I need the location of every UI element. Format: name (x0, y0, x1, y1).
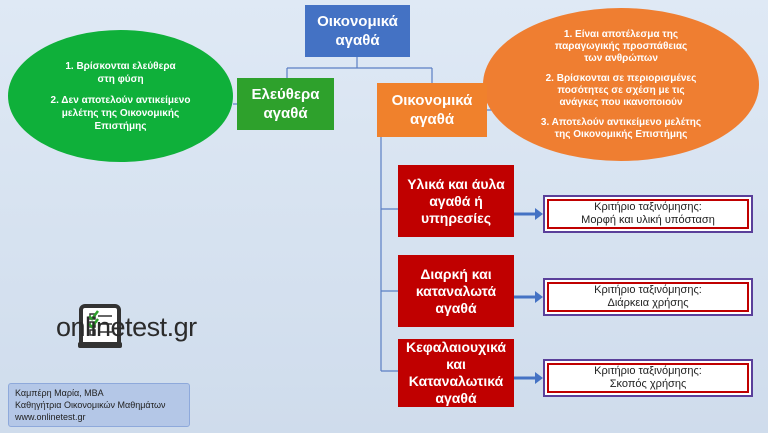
economic-goods-box: Οικονομικά αγαθά (377, 83, 487, 137)
criterion-box-3: Κριτήριο ταξινόμησης: Σκοπός χρήσης (543, 359, 753, 397)
category-box-2: Διαρκή και καταναλωτά αγαθά (398, 255, 514, 327)
free-goods-ellipse: 1. Βρίσκονται ελεύθερα στη φύση 2. Δεν α… (8, 30, 233, 162)
economic-goods-point-1: 1. Είναι αποτέλεσμα της παραγωγικής προσ… (554, 28, 688, 64)
economic-goods-ellipse: 1. Είναι αποτέλεσμα της παραγωγικής προσ… (483, 8, 759, 161)
checklist-icon (78, 304, 122, 348)
criterion-box-1: Κριτήριο ταξινόμησης: Μορφή και υλική υπ… (543, 195, 753, 233)
category-label-1: Υλικά και άυλα αγαθά ή υπηρεσίες (407, 175, 505, 226)
criterion-title-1: Κριτήριο ταξινόμησης: (594, 201, 702, 213)
logo-text: onlinetest (56, 312, 167, 342)
logo-wordmark[interactable]: onlinetest.gr (56, 312, 197, 343)
criterion-title-2: Κριτήριο ταξινόμησης: (594, 284, 702, 296)
free-goods-point-2: 2. Δεν αποτελούν αντικείμενο μελέτης της… (50, 94, 191, 132)
logo-suffix: .gr (166, 312, 198, 342)
title-box: Οικονομικά αγαθά (305, 5, 410, 57)
free-goods-box: Ελεύθερα αγαθά (237, 78, 334, 130)
title-text: Οικονομικά αγαθά (317, 13, 398, 49)
criterion-value-2: Διάρκεια χρήσης (607, 297, 689, 309)
category-box-1: Υλικά και άυλα αγαθά ή υπηρεσίες (398, 165, 514, 237)
economic-goods-label: Οικονομικά αγαθά (391, 92, 473, 128)
arrow-2 (514, 291, 543, 303)
category-label-2: Διαρκή και καταναλωτά αγαθά (415, 265, 497, 316)
free-goods-point-1: 1. Βρίσκονται ελεύθερα στη φύση (65, 60, 176, 85)
author-website[interactable]: www.onlinetest.gr (15, 412, 86, 422)
economic-goods-point-2: 2. Βρίσκονται σε περιορισμένες ποσότητες… (545, 72, 697, 108)
criterion-title-3: Κριτήριο ταξινόμησης: (594, 365, 702, 377)
author-name: Καμπέρη Μαρία, MBA (15, 388, 104, 398)
category-box-3: Κεφαλαιουχικά και Καταναλωτικά αγαθά (398, 339, 514, 407)
arrow-1 (514, 208, 543, 220)
category-label-3: Κεφαλαιουχικά και Καταναλωτικά αγαθά (405, 339, 507, 406)
criterion-value-1: Μορφή και υλική υπόσταση (581, 214, 715, 226)
criterion-box-2: Κριτήριο ταξινόμησης: Διάρκεια χρήσης (543, 278, 753, 316)
author-box: Καμπέρη Μαρία, MBA Καθηγήτρια Οικονομικώ… (8, 383, 190, 427)
author-title: Καθηγήτρια Οικονομικών Μαθημάτων (15, 400, 166, 410)
arrow-3 (514, 372, 543, 384)
free-goods-label: Ελεύθερα αγαθά (251, 86, 320, 122)
economic-goods-point-3: 3. Αποτελούν αντικείμενο μελέτης της Οικ… (540, 116, 702, 140)
criterion-value-3: Σκοπός χρήσης (609, 378, 687, 390)
